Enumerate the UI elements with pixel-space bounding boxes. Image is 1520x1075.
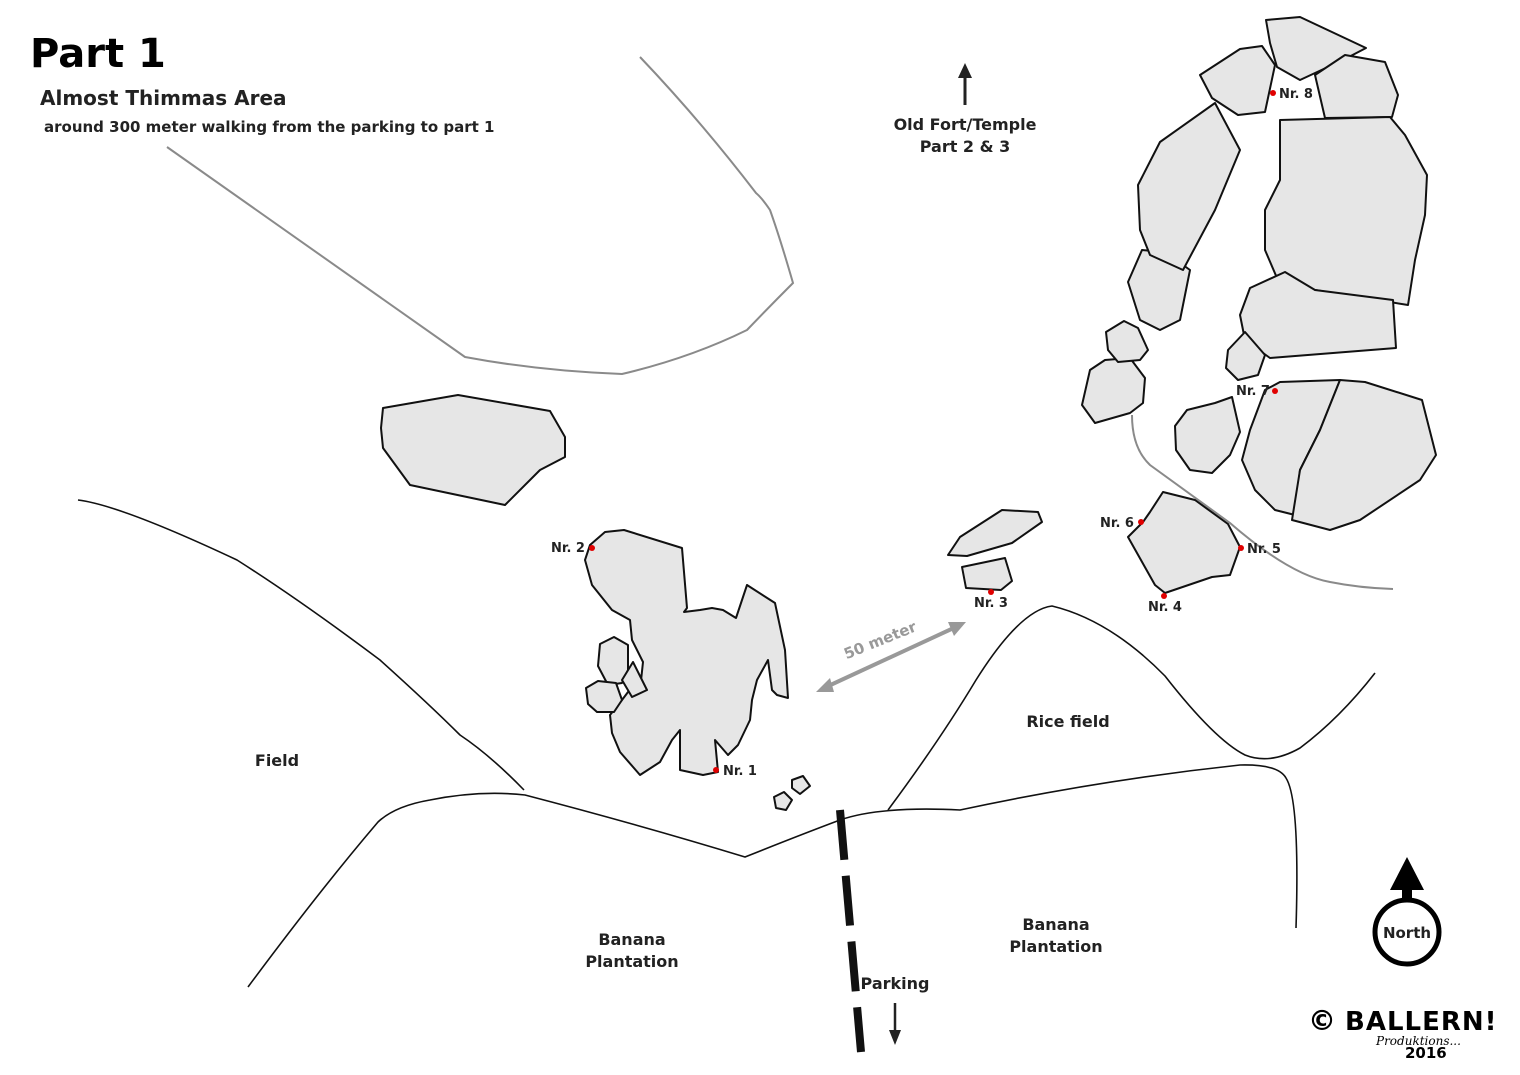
boulder-nr7-right <box>1291 379 1437 531</box>
distance-label: 50 meter <box>841 617 919 663</box>
brand-tagline: Produktions... <box>1375 1034 1461 1048</box>
area-field: Field <box>255 751 299 770</box>
walking-note: around 300 meter walking from the parkin… <box>44 118 494 136</box>
area-name: Almost Thimmas Area <box>40 86 287 110</box>
boulder-nr7-small <box>1225 331 1266 381</box>
compass-ring <box>1372 897 1442 967</box>
label-nr7: Nr. 7 <box>1236 384 1270 399</box>
pebble-a <box>773 791 793 811</box>
area-banana-right-1: Banana <box>1022 915 1089 934</box>
label-nr8: Nr. 8 <box>1279 87 1313 102</box>
label-nr2: Nr. 2 <box>551 541 585 556</box>
area-banana-right-2: Plantation <box>1009 937 1102 956</box>
marker-nr8 <box>1270 90 1276 96</box>
area-banana-left-1: Banana <box>598 930 665 949</box>
boulder-nr3 <box>961 557 1013 591</box>
field-edge <box>77 499 525 791</box>
distance-arrow-head-right <box>948 622 966 636</box>
marker-nr7 <box>1272 388 1278 394</box>
distance-arrow-line <box>823 624 959 690</box>
label-nr6: Nr. 6 <box>1100 516 1134 531</box>
marker-nr3 <box>988 589 994 595</box>
rice-field-edge <box>887 605 1376 811</box>
brand-year: 2016 <box>1405 1044 1447 1062</box>
boulder-top-left <box>1199 45 1276 116</box>
boulder-tall-west <box>1137 102 1241 271</box>
area-rice-field: Rice field <box>1026 712 1109 731</box>
area-parking: Parking <box>861 974 930 993</box>
label-nr4: Nr. 4 <box>1148 600 1182 615</box>
boulder-east-oval <box>1081 357 1146 424</box>
label-nr5: Nr. 5 <box>1247 542 1281 557</box>
compass-arrow-head <box>1390 857 1424 890</box>
fort-label-line1: Old Fort/Temple <box>894 115 1037 134</box>
parking-arrow-head <box>889 1030 901 1045</box>
label-nr1: Nr. 1 <box>723 764 757 779</box>
page-title: Part 1 <box>30 31 166 77</box>
compass: North <box>1372 857 1442 967</box>
boulder-nr1-small-c <box>621 661 648 698</box>
boulder-nr1-small-b <box>585 680 623 713</box>
boulder-nr7-upper <box>1239 271 1397 359</box>
fort-label-line2: Part 2 & 3 <box>920 137 1011 156</box>
marker-nr5 <box>1238 545 1244 551</box>
distance-arrow-head-left <box>816 678 834 692</box>
boulder-east-small <box>1105 320 1149 363</box>
boulder-nr4-5-6 <box>1127 491 1241 594</box>
boulder-inner <box>1174 396 1241 474</box>
boulder-west <box>380 394 566 506</box>
banana-plantation-edge-left <box>247 764 1298 988</box>
label-nr3: Nr. 3 <box>974 596 1008 611</box>
boulder-east-mid <box>1127 249 1191 331</box>
boulder-big-east <box>1264 116 1428 306</box>
marker-nr6 <box>1138 519 1144 525</box>
marker-nr4 <box>1161 593 1167 599</box>
trail-east <box>1131 414 1394 590</box>
boulder-slab-upper <box>947 509 1043 557</box>
parking-road <box>836 809 865 1053</box>
copyright-symbol: © <box>1308 1004 1336 1037</box>
area-banana-left-2: Plantation <box>585 952 678 971</box>
marker-nr1 <box>713 767 719 773</box>
fort-arrow-head <box>958 63 972 78</box>
brand-name: BALLERN! <box>1345 1007 1497 1037</box>
credit-logo: © BALLERN! Produktions... 2016 <box>1308 1004 1497 1062</box>
pebble-b <box>791 775 811 795</box>
compass-label: North <box>1383 924 1431 942</box>
trail-north <box>166 56 795 376</box>
marker-nr2 <box>589 545 595 551</box>
